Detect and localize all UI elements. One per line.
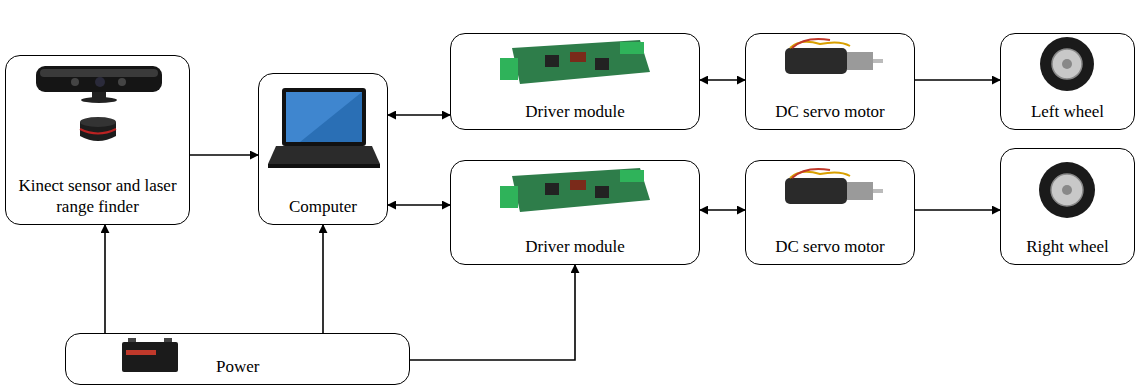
node-label: Kinect sensor and laser range finder xyxy=(12,176,183,217)
driver-box: Driver module xyxy=(450,33,700,130)
node-label: Driver module xyxy=(525,102,625,122)
arrow-connector xyxy=(388,204,450,206)
arrow-connector xyxy=(322,225,324,333)
node-label: Computer xyxy=(289,197,357,217)
arrow-connector xyxy=(388,114,450,116)
computer-box: Computer xyxy=(258,73,388,225)
power-box: Power xyxy=(65,333,410,385)
motor-box: DC servo motor xyxy=(745,33,915,130)
arrow-connector xyxy=(700,79,745,81)
arrow-connector xyxy=(190,154,258,156)
node-label: Right wheel xyxy=(1026,237,1109,257)
laptop xyxy=(268,88,380,168)
arrow-connector xyxy=(915,79,1000,81)
arrow-connector xyxy=(410,265,575,360)
arrow-connector xyxy=(915,209,1000,211)
wheel-box: Right wheel xyxy=(1000,148,1135,265)
sensor-box: Kinect sensor and laser range finder xyxy=(5,55,190,225)
node-label: Driver module xyxy=(525,237,625,257)
arrow-connector xyxy=(104,225,106,333)
driver-board xyxy=(500,168,650,212)
driver-box: Driver module xyxy=(450,160,700,265)
node-label: Power xyxy=(216,357,259,377)
wheel xyxy=(1040,37,1094,91)
node-label: DC servo motor xyxy=(775,237,885,257)
arrow-connector xyxy=(700,209,745,211)
dc-motor xyxy=(785,169,883,204)
node-label: DC servo motor xyxy=(775,102,885,122)
motor-box: DC servo motor xyxy=(745,160,915,265)
dc-motor xyxy=(785,39,883,74)
battery xyxy=(122,338,178,372)
laser-range-finder xyxy=(80,117,116,141)
wheel-box: Left wheel xyxy=(1000,33,1135,130)
kinect-sensor xyxy=(36,66,162,103)
driver-board xyxy=(500,40,650,84)
wheel xyxy=(1039,162,1095,218)
node-label: Left wheel xyxy=(1031,102,1104,122)
